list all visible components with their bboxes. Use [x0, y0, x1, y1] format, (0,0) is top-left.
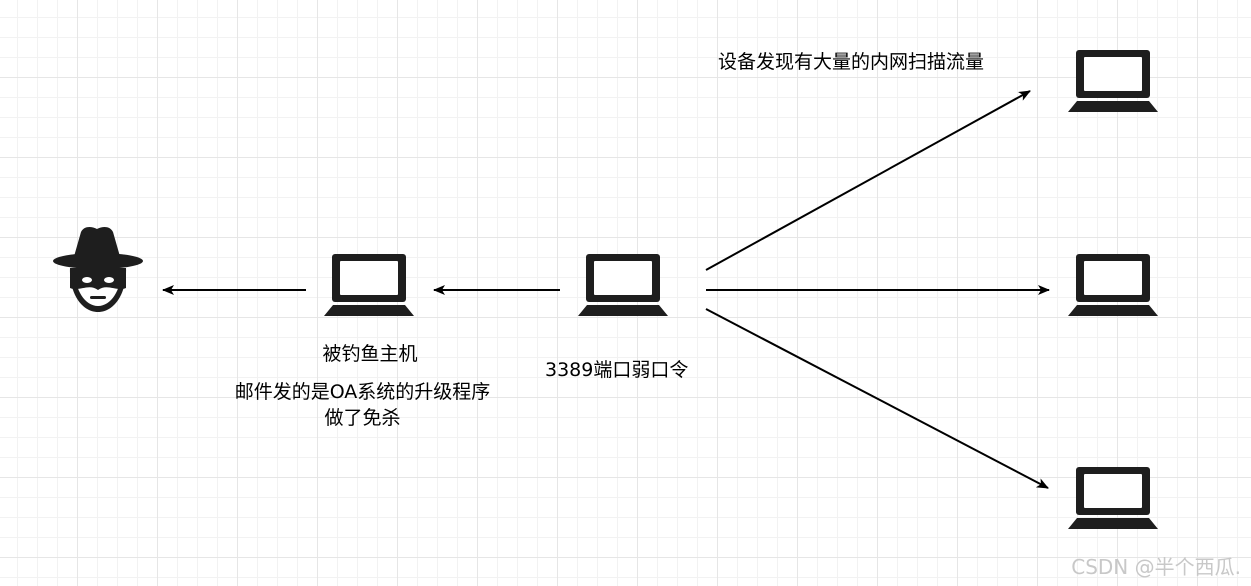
target-laptop-bottom-icon	[1068, 467, 1158, 529]
target-laptop-middle-icon	[1068, 254, 1158, 316]
phished-host-laptop-icon	[324, 254, 414, 316]
email-description-line1: 邮件发的是OA系统的升级程序	[234, 381, 491, 403]
weak-password-host-laptop-icon	[578, 254, 668, 316]
hacker-icon	[53, 227, 143, 312]
phished-host-label: 被钓鱼主机	[322, 343, 418, 365]
weak-password-label: 3389端口弱口令	[545, 359, 689, 381]
watermark: CSDN @半个西瓜.	[1071, 555, 1241, 579]
email-description-line2: 做了免杀	[324, 407, 401, 429]
arrow-to-top-target	[705, 90, 1031, 271]
target-laptop-top-icon	[1068, 50, 1158, 112]
scan-traffic-label: 设备发现有大量的内网扫描流量	[718, 51, 985, 73]
arrow-to-bottom-target	[705, 308, 1049, 489]
